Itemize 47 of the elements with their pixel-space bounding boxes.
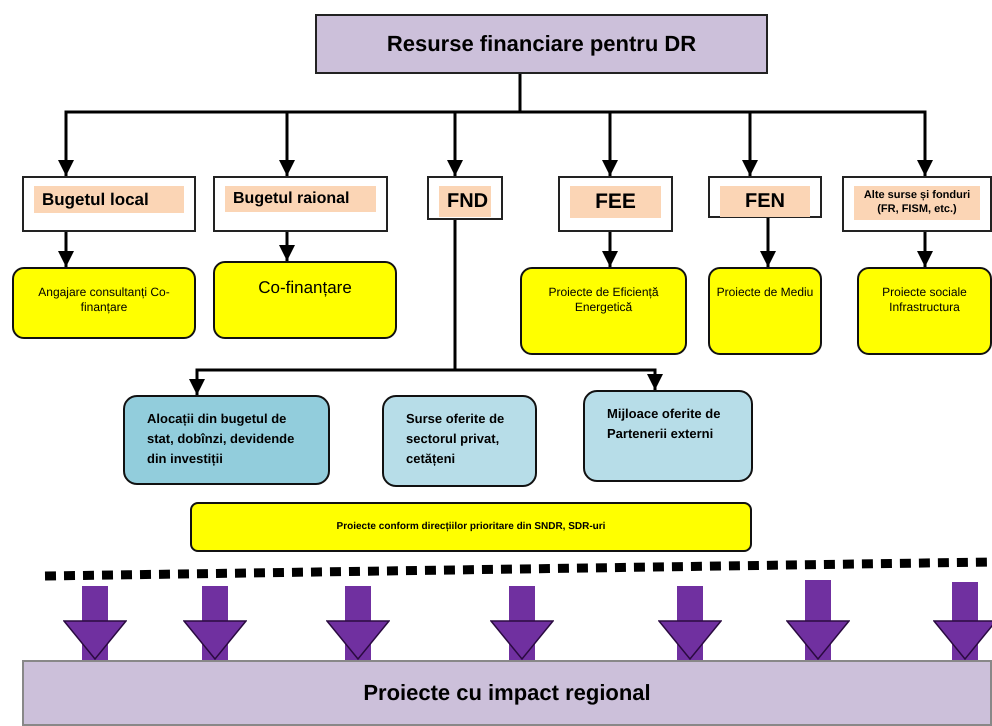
project-box [857,267,992,355]
fund-label: FEN [720,186,810,217]
arrow [917,232,933,267]
block-arrow [658,586,722,660]
project-box [708,267,822,355]
node-text: Mijloace oferite de Partenerii externi [606,405,722,444]
arrow [602,232,618,267]
fund-label: Bugetul raional [225,186,376,212]
source-box [22,176,196,232]
node-text: Co-finanțare [257,277,353,298]
node-text: Alocații din bugetul de stat, dobînzi, devidende din investiții [146,410,296,468]
node-text: Proiecte de Eficiență Energetică [547,285,660,315]
project-box [12,267,196,339]
arrow [760,218,776,267]
fund-label: Alte surse și fonduri (FR, FISM, etc.) [854,186,980,220]
block-arrow [933,582,992,660]
fund-label: Bugetul local [34,186,184,214]
source-box [558,176,673,232]
funding-box [382,395,537,487]
block-arrow [63,586,127,660]
block-arrow [490,586,554,660]
funding-box [583,390,753,482]
arrow [454,220,663,390]
source-box [842,176,992,232]
result-box [22,660,992,726]
fund-label: FEE [570,186,661,218]
node-text: Angajare consultanți Co-finanțare [37,285,171,315]
arrow [279,232,295,261]
arrow [58,232,74,267]
project-box [520,267,687,355]
funding-box [123,395,330,485]
source-box [213,176,388,232]
node-text: Surse oferite de sectorul privat, cetățeni [405,410,506,468]
node-text: Proiecte de Mediu [716,285,814,300]
title-box [315,14,768,74]
node-text: Proiecte conform direcțiilor prioritare din SNDR, SDR-uri [336,520,606,534]
node-text: Proiecte cu impact regional [363,679,651,707]
fund-label: FND [439,186,491,217]
source-box [708,176,822,218]
node-text: Resurse financiare pentru DR [386,30,696,58]
block-arrow [326,586,390,660]
project-box [213,261,397,339]
block-arrow [786,580,850,660]
project-box [190,502,752,552]
source-box [427,176,503,220]
block-arrow [183,586,247,660]
node-text: Proiecte sociale Infrastructura [881,285,968,315]
